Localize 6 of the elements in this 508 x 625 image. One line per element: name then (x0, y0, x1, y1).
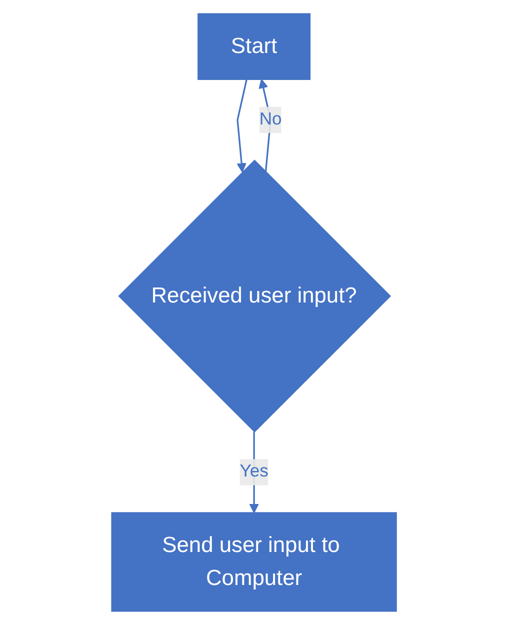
node-diamond: Received user input? (118, 160, 391, 432)
node-box: Send user input to Computer (111, 512, 397, 612)
edge-label: No (259, 110, 282, 129)
node-box: Start (198, 13, 310, 80)
arrow (236, 79, 248, 172)
edge-label: Yes (240, 462, 268, 481)
